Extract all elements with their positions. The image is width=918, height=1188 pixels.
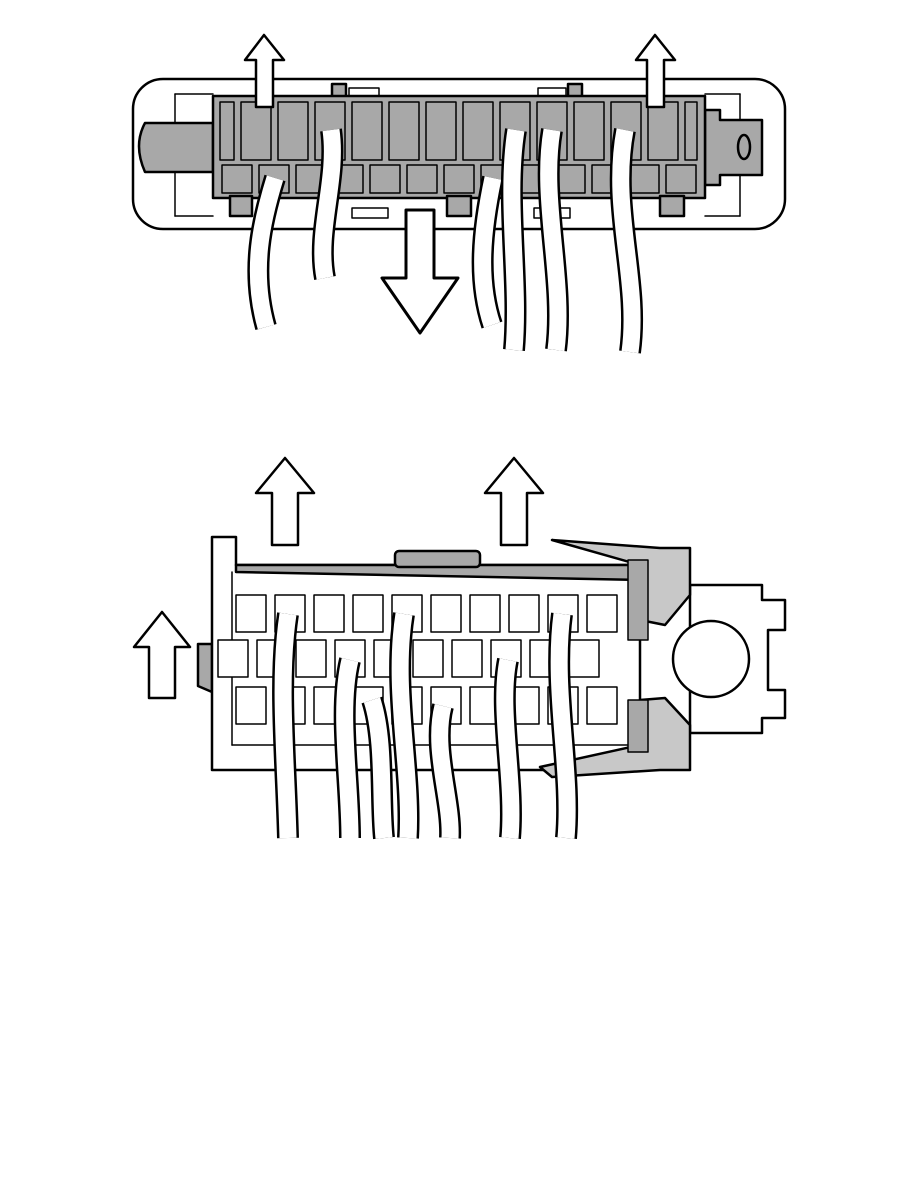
- bottom-connector-top-latch: [393, 549, 482, 569]
- wire: [247, 174, 286, 330]
- wire: [500, 128, 527, 351]
- wire: [609, 127, 644, 354]
- bottom-connector-left-flange: [196, 642, 214, 694]
- top-connector-key-hole: [736, 133, 752, 161]
- arrow-up-icon: [483, 456, 545, 547]
- wire: [361, 696, 395, 840]
- top-connector-figure: [131, 33, 787, 354]
- bottom-connector-mount-hole: [671, 619, 751, 699]
- top-connector-right-key: [703, 108, 764, 187]
- wire: [428, 703, 462, 839]
- wire: [272, 612, 299, 839]
- wire: [311, 128, 344, 281]
- arrow-up-icon: [634, 33, 677, 109]
- top-wires: [247, 127, 644, 354]
- bottom-tab: [658, 194, 686, 218]
- bottom-middle-row-cavities: [217, 639, 600, 678]
- bottom-slot: [351, 207, 389, 219]
- latch-arm-lower: [538, 696, 692, 779]
- arrow-up-icon: [243, 33, 286, 109]
- arrow-up-icon: [254, 456, 316, 547]
- wire: [537, 128, 569, 352]
- wire: [333, 657, 361, 839]
- wire: [548, 612, 579, 839]
- bottom-wires: [272, 612, 579, 840]
- wire: [493, 657, 522, 839]
- arrow-down-icon: [380, 208, 460, 335]
- arrow-up-icon: [132, 610, 192, 700]
- bottom-connector-figure: [132, 456, 787, 840]
- bottom-tab: [445, 194, 473, 218]
- bottom-tab: [228, 194, 254, 218]
- top-connector-left-key: [137, 121, 215, 174]
- wire: [389, 612, 420, 839]
- wire: [471, 175, 504, 329]
